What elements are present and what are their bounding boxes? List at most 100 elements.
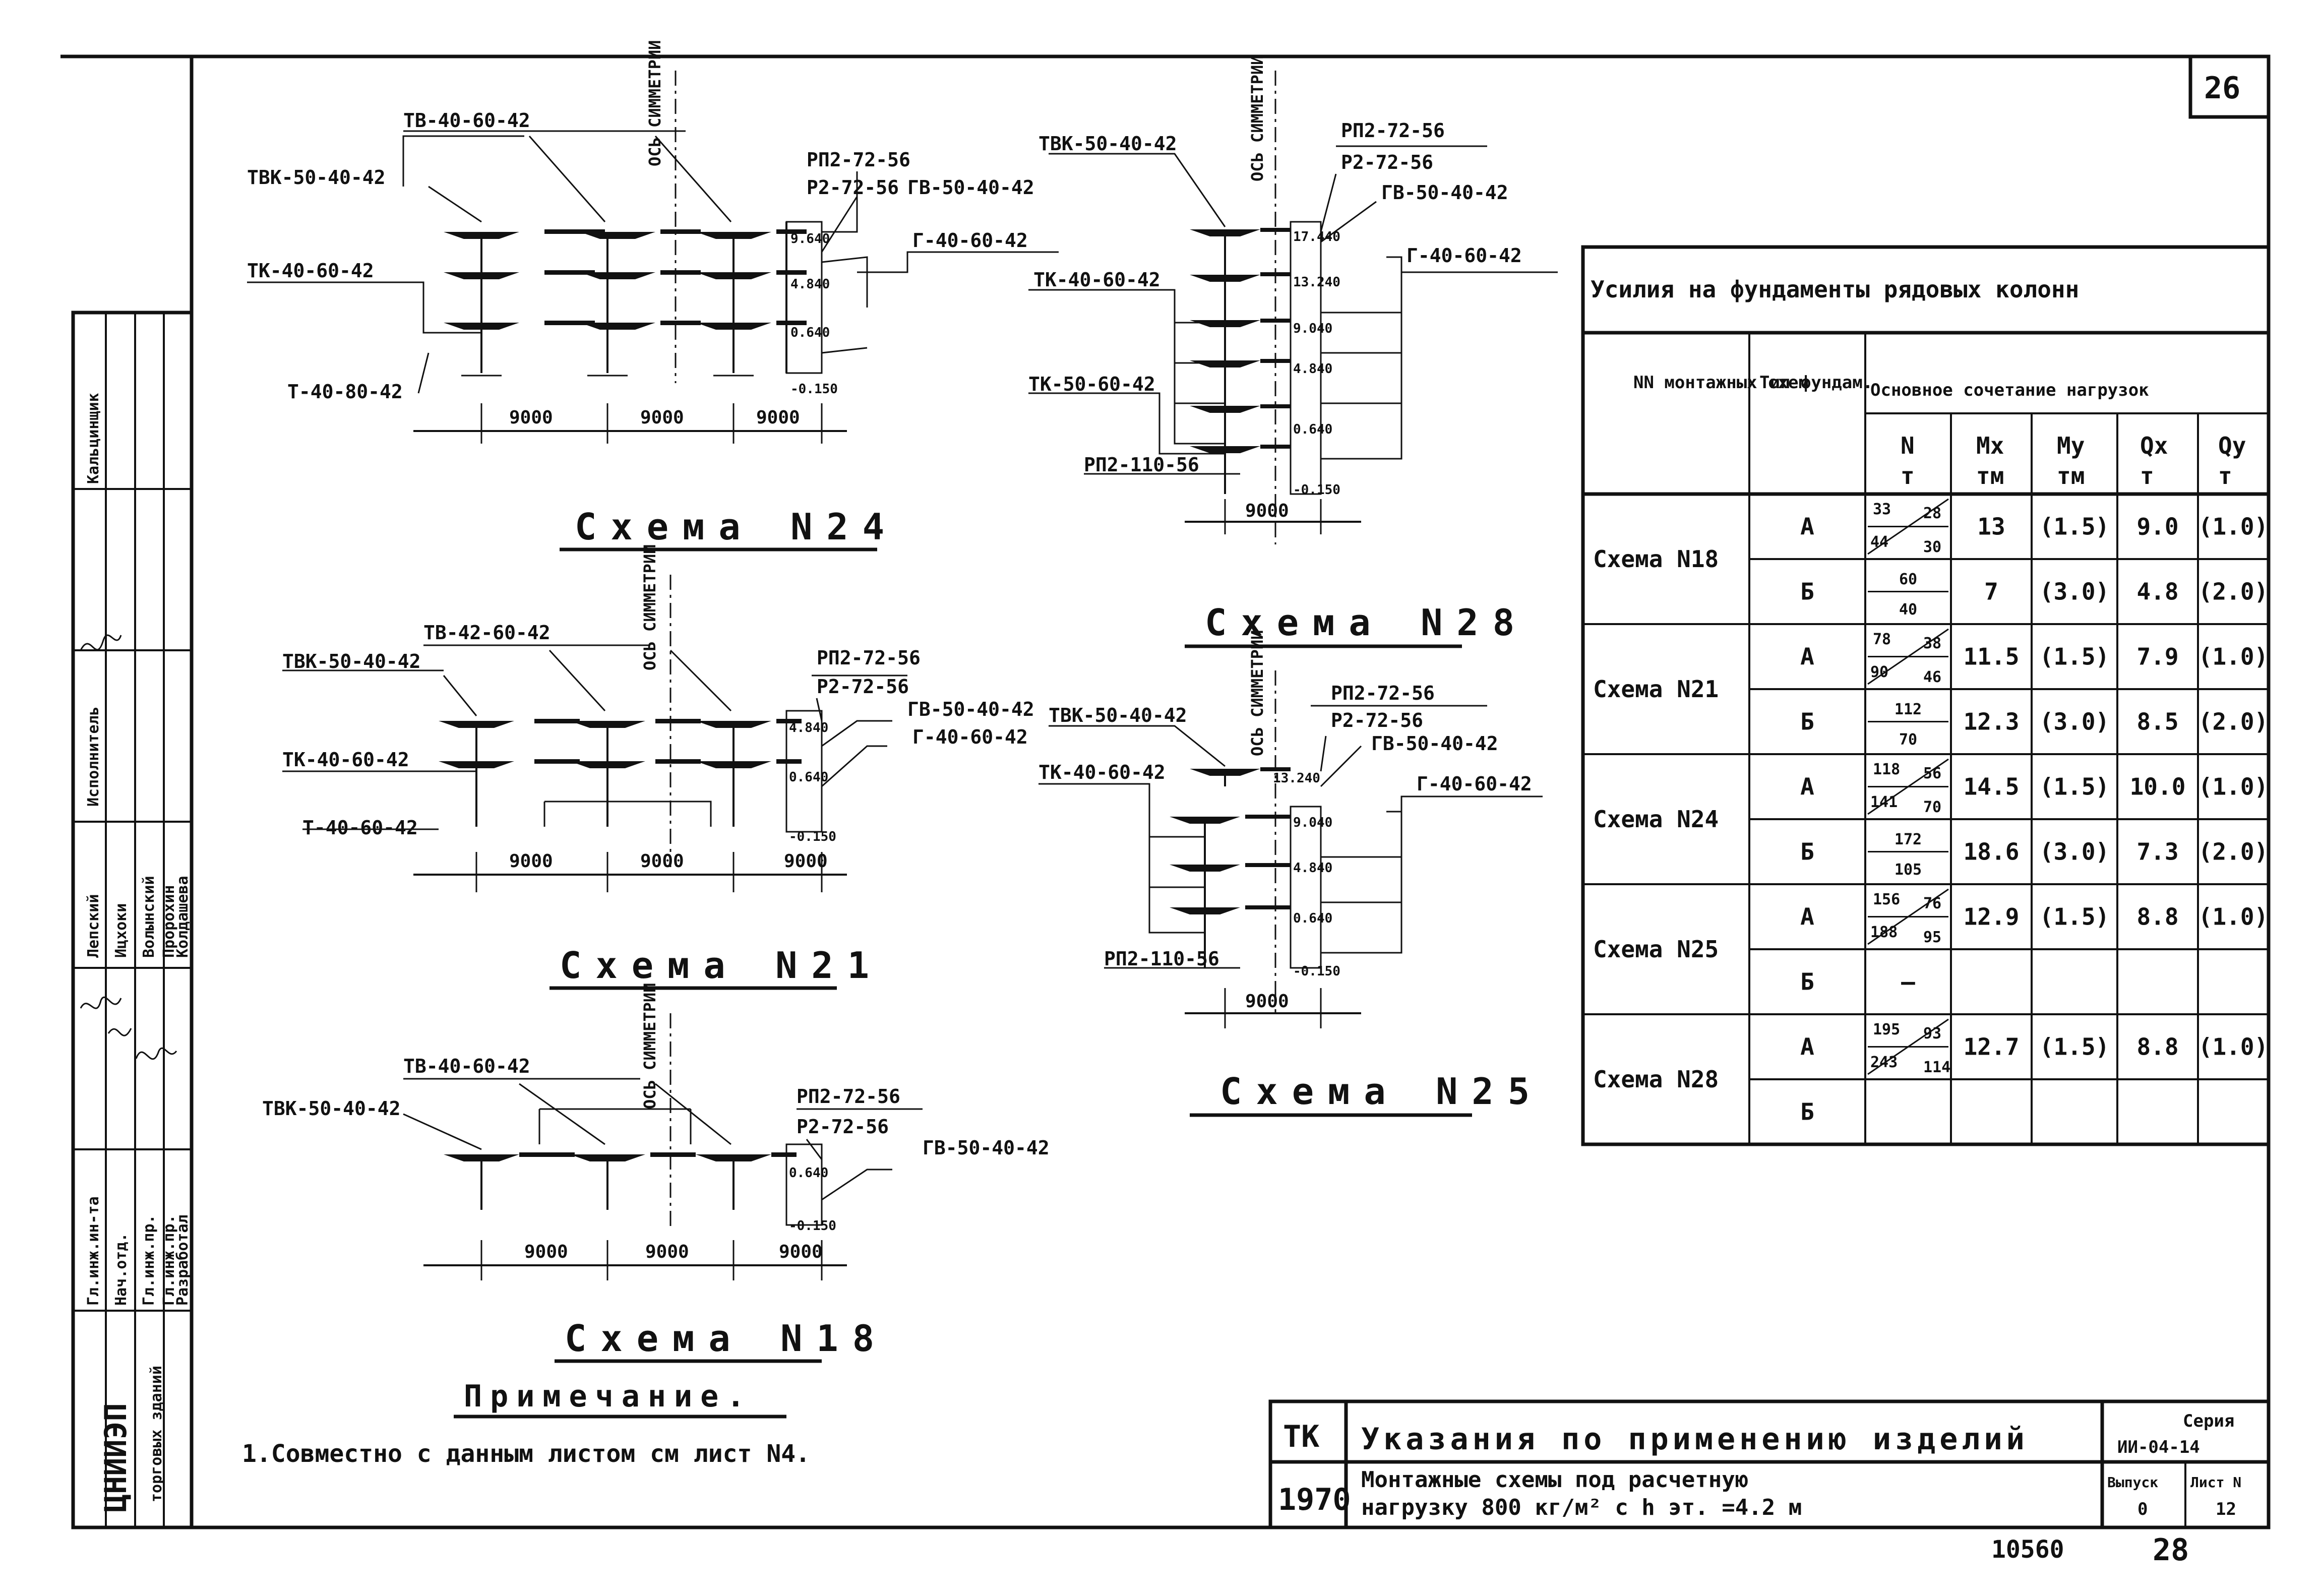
signature-scribble: [107, 1028, 132, 1036]
elevation-0: 9.640: [790, 231, 830, 247]
table-my-cell: (1.5): [2040, 1033, 2109, 1061]
table-n-fraction: 243: [1870, 1054, 1898, 1071]
table-qx-cell: 10.0: [2130, 773, 2186, 801]
elevation-3: 4.840: [1293, 361, 1332, 377]
table-qx-cell: 7.9: [2136, 643, 2178, 670]
stamp-name-2: Волынский: [140, 876, 158, 958]
scheme-n24: ОСЬ СИММЕТРИИ: [247, 40, 1059, 551]
note-heading: Примечание.: [464, 1379, 753, 1414]
label-6: ГВ-50-40-42: [907, 176, 1034, 199]
table-qy-cell: (2.0): [2198, 838, 2268, 866]
label-7: Г-40-60-42: [912, 726, 1028, 748]
tb-issue-label: Выпуск: [2107, 1474, 2158, 1491]
label-3: Р2-72-56: [797, 1116, 889, 1138]
table-n-fraction: 114: [1923, 1059, 1950, 1076]
stamp-name-1: Ицхоки: [112, 903, 130, 958]
table-n-fraction: 40: [1899, 601, 1917, 619]
scheme-n28: ОСЬ СИММЕТРИИ: [1028, 55, 1558, 648]
table-mx-cell: 11.5: [1964, 643, 2020, 670]
label-5: Г-40-60-42: [1417, 773, 1532, 795]
table-mx-cell: 7: [1984, 578, 1998, 605]
table-my-cell: (3.0): [2040, 838, 2109, 866]
label-4: РП2-72-56: [807, 149, 910, 171]
table-n-fraction: 141: [1870, 793, 1898, 811]
tb-year: 1970: [1278, 1482, 1351, 1517]
stamp-org-logo: ЦНИИЭП: [98, 1403, 134, 1512]
label-1: РП2-72-56: [1341, 119, 1445, 142]
beam-row: [439, 719, 802, 768]
label-2: ТК-40-60-42: [282, 749, 409, 771]
axis-label: ОСЬ СИММЕТРИИ: [1248, 55, 1267, 181]
table-type-cell: Б: [1800, 578, 1814, 605]
sub-header-n: N: [1901, 432, 1915, 459]
stamp-role-4: Разработал: [174, 1214, 192, 1306]
table-scheme-cell: Схема N25: [1593, 936, 1719, 963]
table-scheme-cell: Схема N21: [1593, 676, 1719, 703]
table-n-cell: —: [1901, 968, 1915, 996]
label-6: ТК-50-60-42: [1028, 373, 1155, 395]
table-type-cell: Б: [1800, 968, 1814, 996]
table-my-cell: (1.5): [2040, 643, 2109, 670]
elevation-3: 0.640: [1293, 911, 1332, 926]
label-4: ГВ-50-40-42: [1371, 732, 1498, 755]
scheme-title: Схема N25: [1220, 1070, 1544, 1113]
dim-2: 9000: [756, 407, 800, 428]
tb-series-label: Серия: [2183, 1411, 2234, 1431]
dim-0: 9000: [509, 851, 553, 872]
scheme-title: Схема N28: [1205, 601, 1529, 644]
tb-sheet-value: 12: [2216, 1499, 2236, 1519]
columns: [461, 221, 823, 377]
table-qy-cell: (1.0): [2198, 513, 2268, 540]
label-3: Р2-72-56: [1331, 709, 1423, 731]
sub-header-qx-unit: т: [2140, 462, 2154, 489]
table-n-fraction: 76: [1923, 895, 1941, 912]
scheme-title: Схема N18: [565, 1317, 888, 1360]
label-2: РП2-72-56: [797, 1085, 900, 1108]
label-5: ТК-40-60-42: [1033, 269, 1160, 291]
axis-label: ОСЬ СИММЕТРИИ: [640, 544, 659, 670]
table-n-fraction: 93: [1923, 1025, 1941, 1042]
scheme-n21: ОСЬ СИММЕТРИИ: [282, 544, 1034, 990]
beam-row: [444, 229, 807, 330]
table-mx-cell: 12.7: [1964, 1033, 2020, 1061]
table-type-cell: А: [1800, 903, 1814, 931]
signature-scribble: [80, 996, 122, 1009]
label-1: ТВК-50-40-42: [282, 650, 421, 672]
sheet-number: 26: [2204, 71, 2240, 106]
label-7: РП2-110-56: [1084, 454, 1199, 476]
elevation-1: 13.240: [1293, 275, 1340, 290]
table-mx-cell: 12.3: [1964, 708, 2020, 735]
table-qx-cell: 4.8: [2136, 578, 2178, 605]
stamp-role-1: Нач.отд.: [112, 1233, 130, 1306]
table-my-cell: (1.5): [2040, 513, 2109, 540]
table-n-fraction: 28: [1923, 505, 1941, 522]
stamp-name-0: Лепский: [85, 894, 102, 958]
scheme-title: Схема N24: [575, 506, 898, 548]
table-qx-cell: 7.3: [2136, 838, 2178, 866]
tb-series-value: ИИ-04-14: [2117, 1437, 2200, 1457]
stamp-role-3: Гл.инж.пр.: [160, 1214, 178, 1306]
elevation-2: 9.040: [1293, 321, 1332, 336]
table-n-fraction: 30: [1923, 538, 1941, 556]
label-0: ТВ-40-60-42: [403, 1055, 530, 1077]
table-my-cell: (1.5): [2040, 903, 2109, 931]
sub-header-my-unit: тм: [2057, 462, 2085, 489]
stamp-role-0: Гл.инж.ин-та: [85, 1196, 102, 1306]
table-mx-cell: 14.5: [1964, 773, 2020, 801]
leaders: [247, 130, 1059, 394]
table-n-fraction: 188: [1870, 924, 1898, 941]
label-0: ТВК-50-40-42: [1049, 704, 1187, 726]
dim-0: 9000: [524, 1242, 568, 1262]
label-2: РП2-72-56: [1331, 682, 1435, 704]
sub-header-qy: Qy: [2218, 432, 2246, 459]
elevation-0: 17.440: [1293, 229, 1340, 244]
stamp-org-sub: торговых зданий: [148, 1366, 165, 1502]
table-scheme-cell: Схема N28: [1593, 1066, 1719, 1093]
footer-left-number: 10560: [1991, 1536, 2064, 1564]
tb-heading: Указания по применению изделий: [1361, 1422, 2029, 1457]
tb-sheet-label: Лист N: [2190, 1474, 2241, 1491]
stamp-role-exec: Исполнитель: [85, 706, 102, 807]
table-n-fraction: 156: [1873, 891, 1900, 908]
axis-label: ОСЬ СИММЕТРИИ: [645, 40, 664, 166]
label-5: Р2-72-56: [817, 676, 909, 698]
